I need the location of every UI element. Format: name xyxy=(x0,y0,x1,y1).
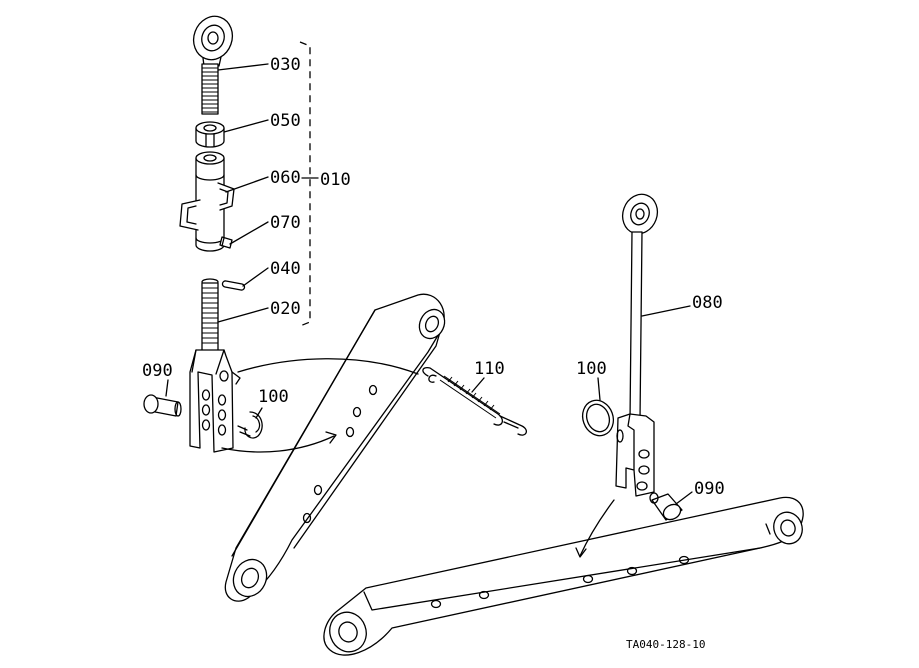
rod-end-icon xyxy=(192,15,234,67)
assembly-bracket xyxy=(299,41,311,327)
callout-080: 080 xyxy=(692,293,723,313)
callout-060: 060 xyxy=(270,168,301,188)
lift-rod-clevis-icon xyxy=(615,413,655,497)
figure-reference: TA040-128-10 xyxy=(626,638,705,651)
callout-labels: 030 050 060 010 070 040 020 090 100 110 … xyxy=(142,55,725,651)
check-chain-spring-icon xyxy=(422,366,527,436)
callout-050: 050 xyxy=(270,111,301,131)
turnbuckle-body-icon xyxy=(179,151,235,252)
assembly-arrows xyxy=(221,358,615,558)
callout-030: 030 xyxy=(270,55,301,75)
right-lower-link-arm-icon xyxy=(323,496,804,656)
leader-lines xyxy=(165,63,693,505)
callout-070: 070 xyxy=(270,213,301,233)
callout-100-left: 100 xyxy=(258,387,289,407)
lock-nut-icon xyxy=(195,121,225,148)
callout-100-right: 100 xyxy=(576,359,607,379)
callout-040: 040 xyxy=(270,259,301,279)
left-lower-link-arm-icon xyxy=(224,293,446,602)
snap-ring-icon xyxy=(581,399,615,437)
callout-010: 010 xyxy=(320,170,351,190)
clevis-pin-icon xyxy=(649,492,683,521)
lock-pin-icon xyxy=(219,236,233,249)
top-link-assembly xyxy=(143,15,263,453)
snap-ring-icon xyxy=(237,411,263,439)
clevis-yoke-icon xyxy=(189,349,241,453)
spring-pin-icon xyxy=(221,280,246,291)
callout-090-right: 090 xyxy=(694,479,725,499)
callout-020: 020 xyxy=(270,299,301,319)
lift-rod-assembly xyxy=(581,193,683,521)
lift-rod-shaft-icon xyxy=(629,231,643,421)
clevis-pin-icon xyxy=(143,394,182,417)
upper-threaded-rod-icon xyxy=(201,63,219,115)
callout-090-left: 090 xyxy=(142,361,173,381)
lower-threaded-rod-icon xyxy=(201,278,219,352)
rod-end-icon xyxy=(621,193,659,235)
callout-110: 110 xyxy=(474,359,505,379)
